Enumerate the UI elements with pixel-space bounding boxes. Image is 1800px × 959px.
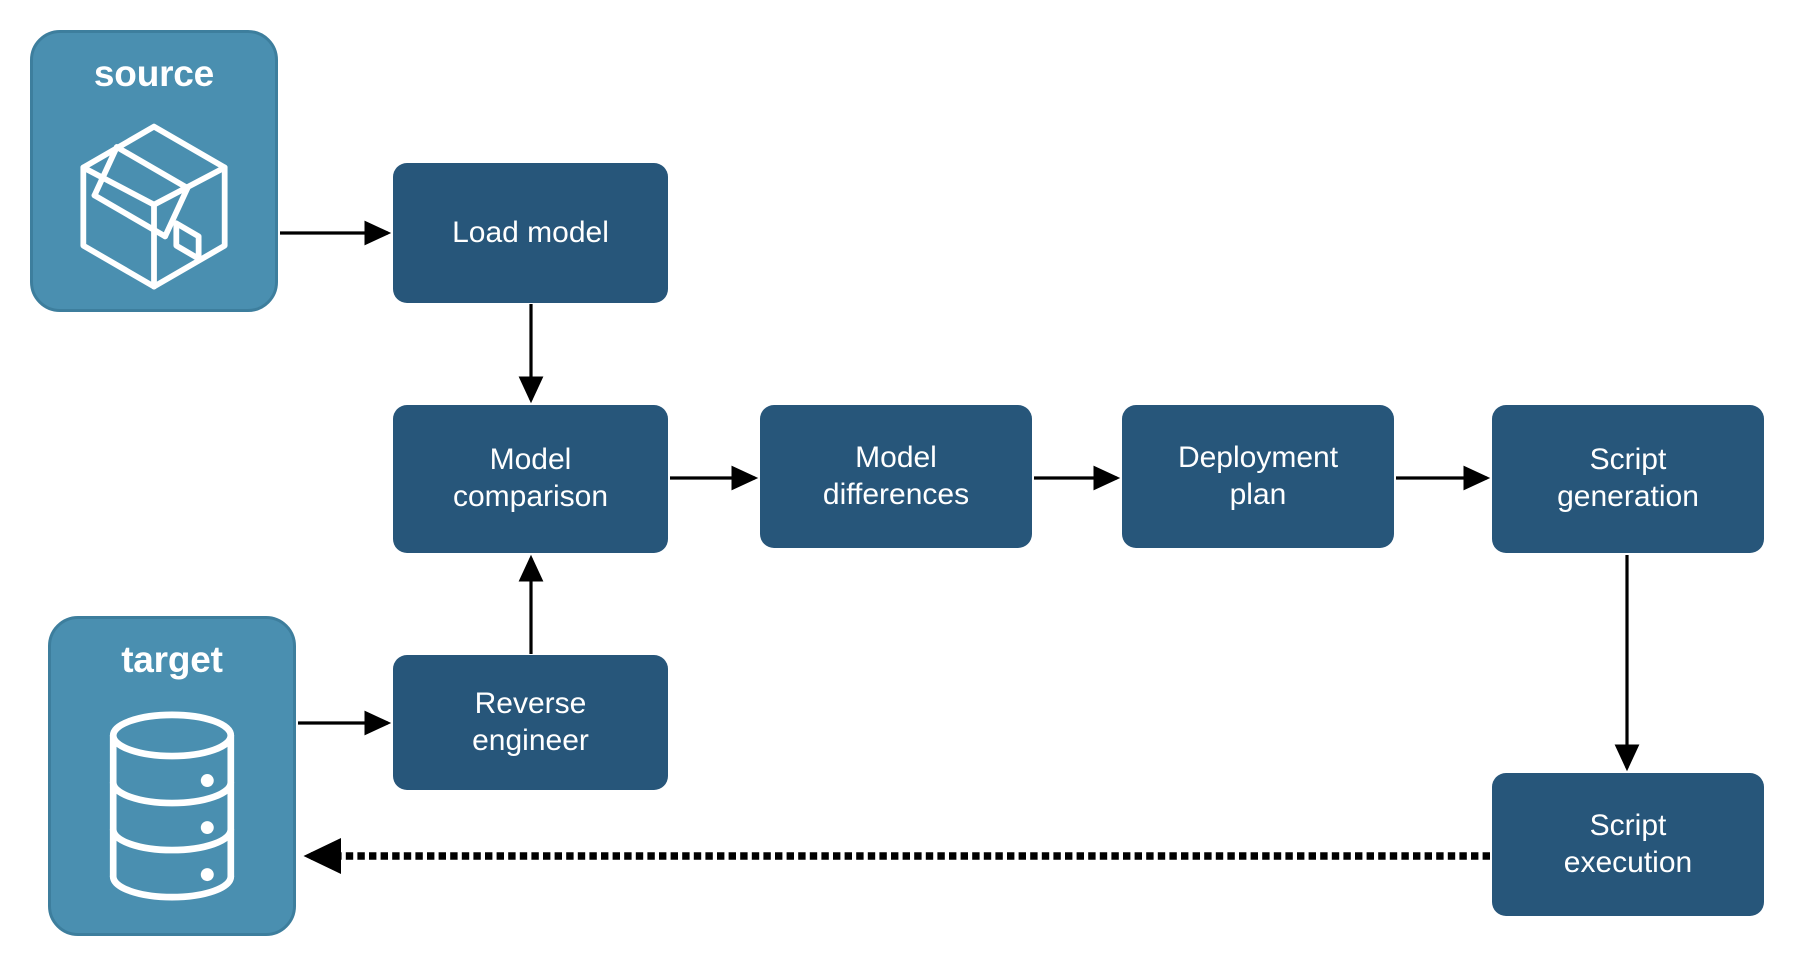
process-load-model-label: Load model (452, 215, 609, 249)
process-script-execution-label: Script execution (1563, 808, 1693, 879)
endpoint-source-label: source (93, 53, 215, 94)
process-script-execution[interactable]: Script execution (1492, 773, 1764, 916)
package-box-icon (33, 92, 275, 309)
process-script-generation-label: Script generation (1557, 443, 1699, 513)
process-deployment-plan-label: Deployment plan (1177, 440, 1339, 511)
process-model-differences[interactable]: Model differences (760, 405, 1032, 548)
endpoint-target[interactable]: target (48, 616, 296, 936)
process-reverse-engineer[interactable]: Reverse engineer (393, 655, 668, 790)
endpoint-source[interactable]: source (30, 30, 278, 312)
process-model-comparison-label: Model comparison (452, 443, 609, 513)
database-cylinder-icon (51, 678, 293, 933)
process-model-differences-label: Model differences (822, 440, 970, 511)
process-load-model[interactable]: Load model (393, 163, 668, 303)
endpoint-target-label: target (121, 639, 223, 680)
process-deployment-plan[interactable]: Deployment plan (1122, 405, 1394, 548)
process-model-comparison[interactable]: Model comparison (393, 405, 668, 553)
process-script-generation[interactable]: Script generation (1492, 405, 1764, 553)
process-reverse-engineer-label: Reverse engineer (472, 686, 589, 757)
